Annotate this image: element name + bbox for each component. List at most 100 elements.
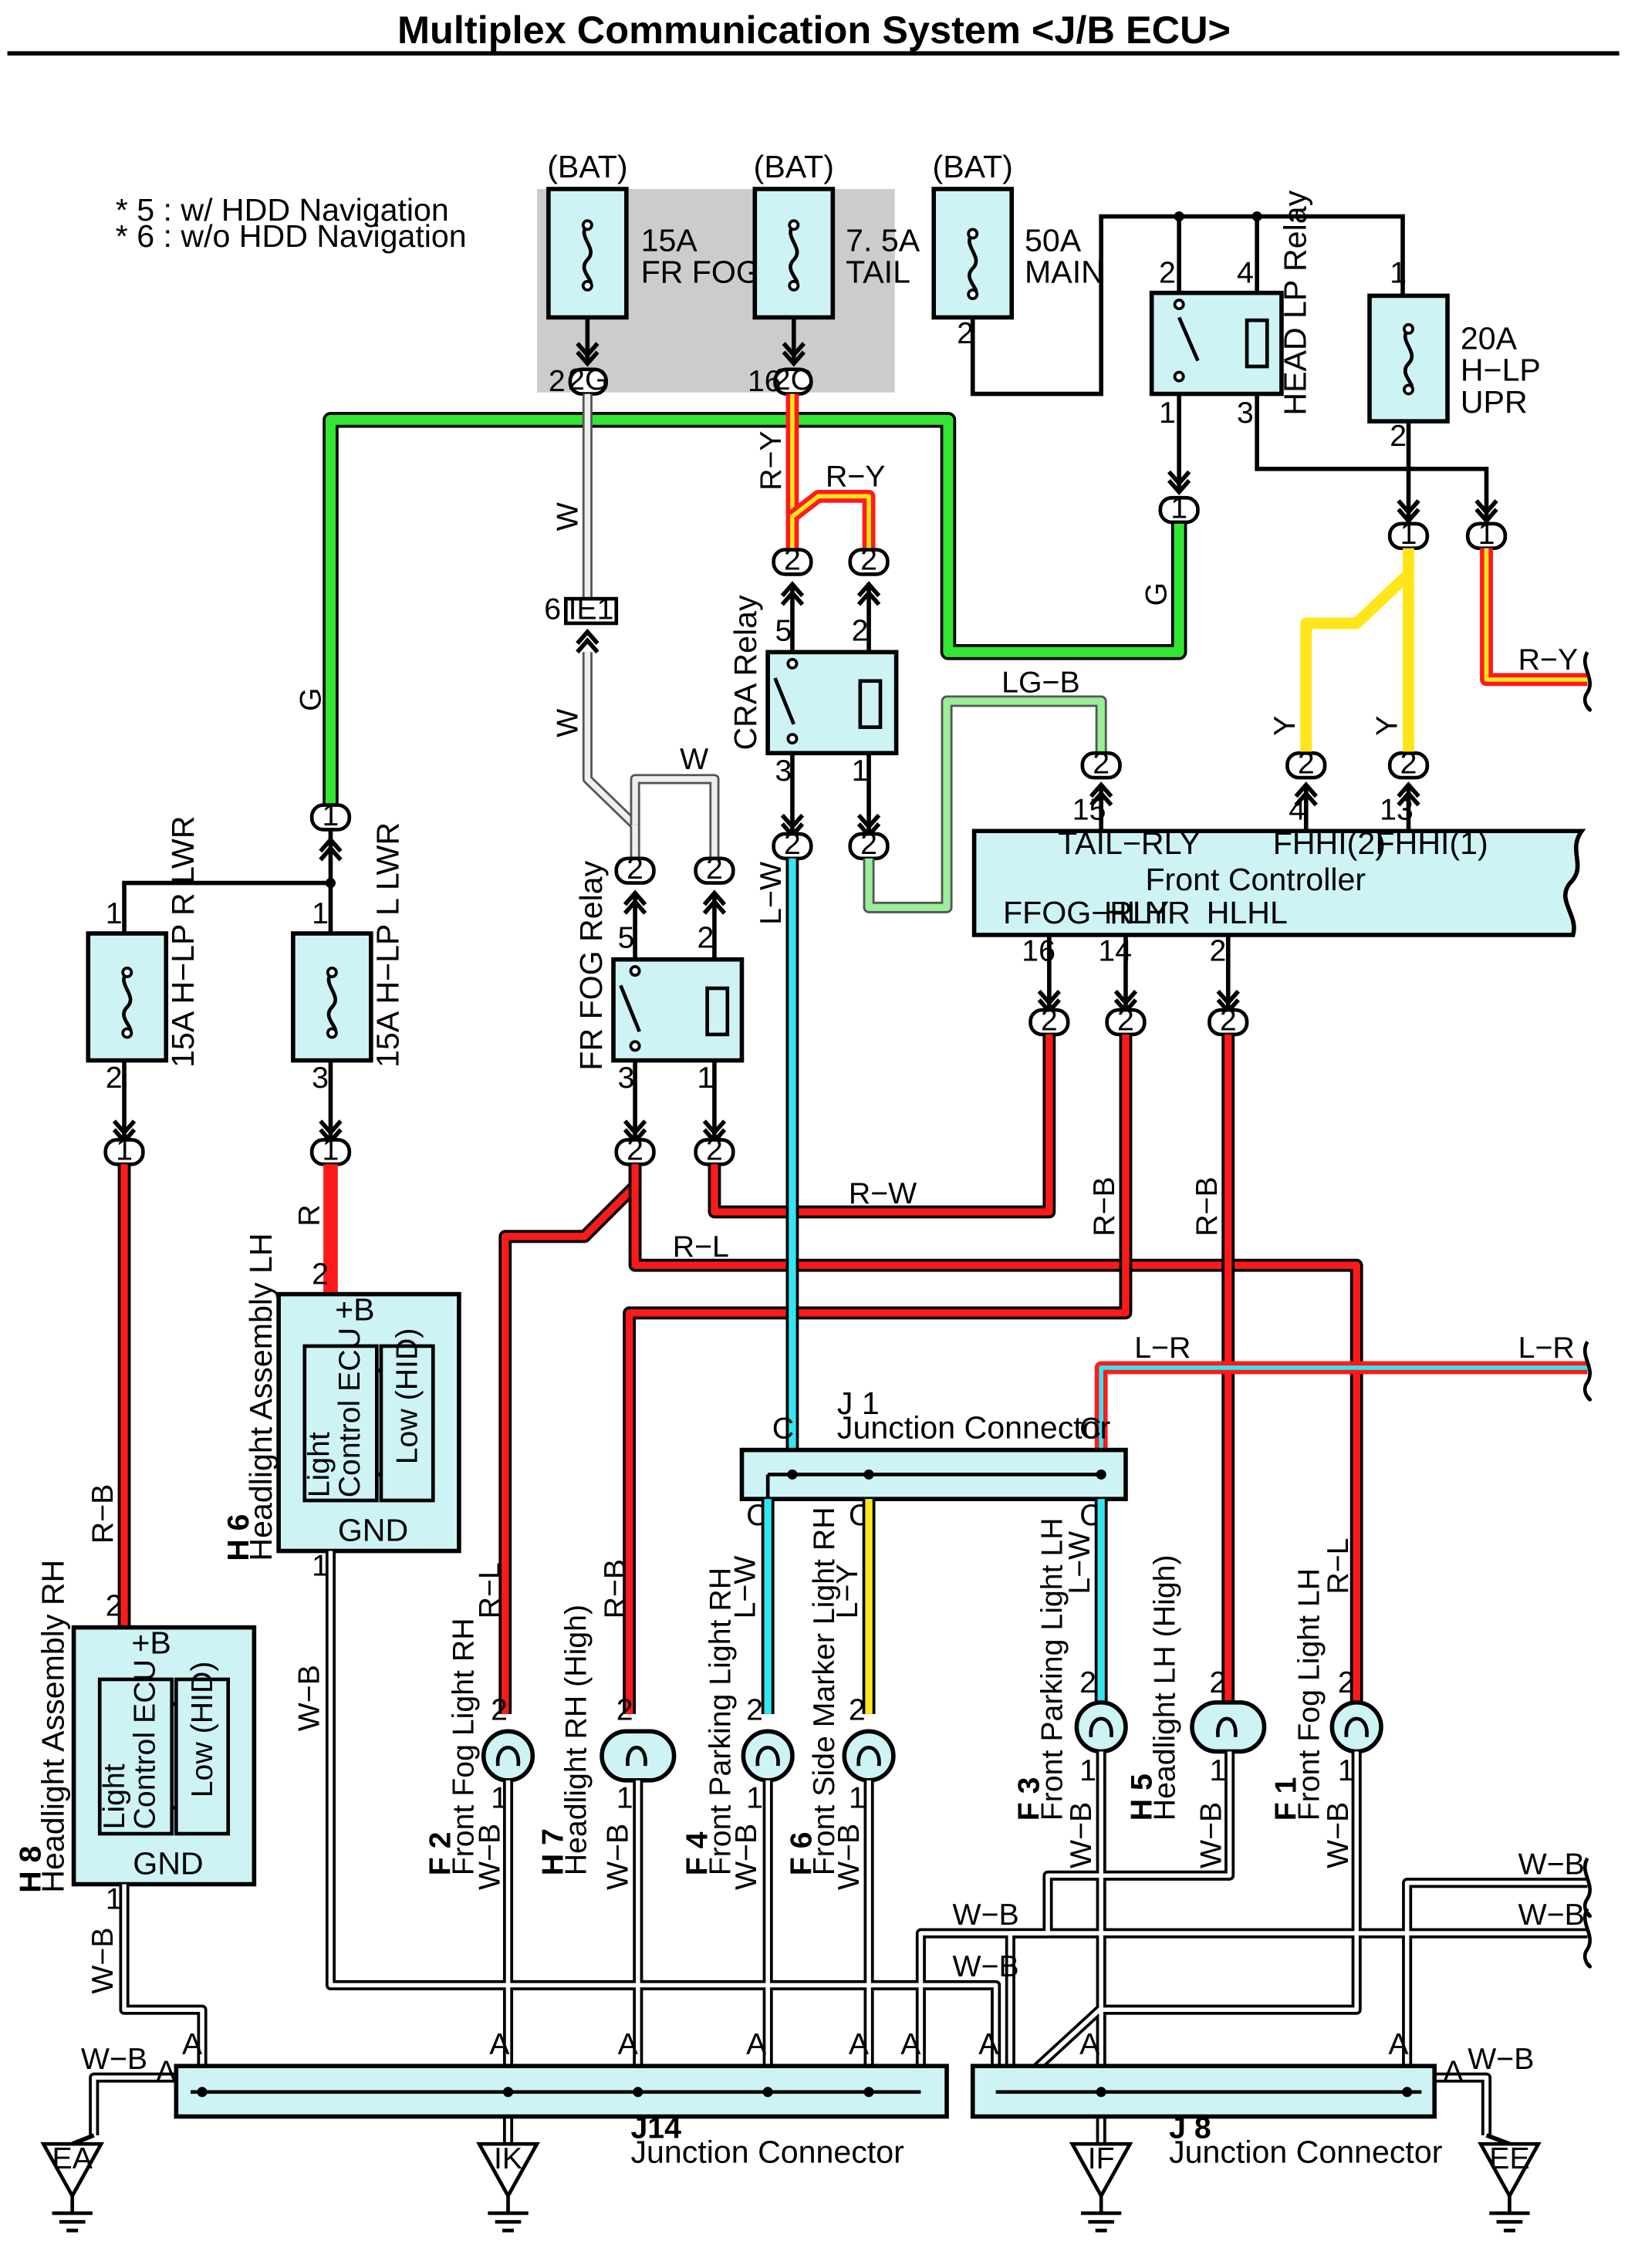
- svg-text:R−L: R−L: [1321, 1537, 1355, 1594]
- svg-text:1: 1: [852, 754, 869, 788]
- connector-2-ffog: 2: [1028, 1003, 1070, 1037]
- svg-text:2: 2: [106, 1589, 123, 1623]
- svg-text:R: R: [292, 1204, 326, 1226]
- svg-text:W−B: W−B: [953, 1898, 1019, 1932]
- svg-text:W: W: [550, 502, 584, 531]
- wire-ry-right: [1484, 548, 1588, 682]
- svg-text:G: G: [293, 687, 327, 711]
- note-no-hdd-nav: * 6 : w/o HDD Navigation: [116, 218, 467, 254]
- j1-code: J 1: [837, 1385, 880, 1421]
- svg-text:2: 2: [1117, 1003, 1134, 1037]
- connector-1-ry: 1: [1465, 517, 1508, 551]
- svg-text:R−B: R−B: [1190, 1176, 1224, 1236]
- svg-text:+B: +B: [335, 1291, 374, 1327]
- svg-text:R−B: R−B: [598, 1559, 632, 1618]
- svg-text:W−B: W−B: [1468, 2042, 1534, 2076]
- svg-text:2: 2: [784, 543, 801, 577]
- svg-text:C: C: [1079, 1412, 1101, 1446]
- h8-ecu-label: LightControl ECU: [97, 1659, 161, 1829]
- svg-text:IE1: IE1: [569, 592, 614, 626]
- svg-text:LG−B: LG−B: [1001, 666, 1080, 700]
- svg-text:L−W: L−W: [728, 1556, 762, 1619]
- lamp-h7: [600, 1729, 677, 1783]
- j8-name: Junction Connector: [1169, 2134, 1443, 2169]
- svg-text:EA: EA: [52, 2141, 93, 2175]
- svg-text:Front Side Marker Light RH: Front Side Marker Light RH: [807, 1507, 841, 1875]
- svg-text:+B: +B: [131, 1625, 171, 1660]
- note-hdd-nav: * 5 : w/ HDD Navigation: [116, 192, 449, 228]
- connector-2-cra-c: 2: [772, 827, 813, 861]
- pin-tail-rly: TAIL−RLY: [1058, 825, 1201, 861]
- svg-text:2: 2: [616, 1693, 633, 1726]
- connector-2-cra-a: 2: [772, 543, 813, 577]
- svg-text:3: 3: [312, 1061, 329, 1095]
- h8-name: Headlight Assembly RH: [35, 1560, 70, 1893]
- lamp-f3: [1076, 1703, 1126, 1752]
- wire-wb-group: [91, 1551, 1588, 2143]
- svg-text:2: 2: [1220, 1003, 1237, 1037]
- pin-ffog-rly: FFOG−RLY: [1003, 895, 1169, 930]
- svg-text:Y: Y: [1268, 716, 1302, 736]
- page-title: Multiplex Communication System <J/B ECU>: [397, 8, 1231, 52]
- svg-text:2: 2: [106, 1061, 123, 1095]
- svg-text:R−B: R−B: [86, 1484, 120, 1544]
- fuse-hlp-l-lwr-label: 15A H−LP L LWR: [370, 822, 405, 1068]
- svg-text:6: 6: [544, 592, 561, 626]
- svg-text:W−B: W−B: [1518, 1847, 1585, 1881]
- connector-2-fhhi-2: 2: [1285, 746, 1327, 780]
- connector-1-g: 1: [309, 798, 352, 832]
- svg-text:14: 14: [1098, 934, 1132, 968]
- wire-w-low: [584, 652, 638, 859]
- svg-text:2: 2: [849, 1693, 866, 1726]
- j1-name: Junction Connector: [837, 1410, 1111, 1446]
- head-lp-relay: [1149, 290, 1284, 397]
- svg-text:W−B: W−B: [1064, 1802, 1098, 1868]
- svg-text:2: 2: [1209, 1666, 1226, 1699]
- svg-text:1: 1: [312, 896, 329, 930]
- svg-text:13: 13: [1380, 792, 1414, 826]
- svg-text:EE: EE: [1489, 2141, 1529, 2175]
- connector-2-fog-b: 2: [694, 852, 735, 886]
- svg-text:2: 2: [860, 827, 877, 861]
- headlight-assembly-lh: [276, 1291, 461, 1554]
- front-controller: [971, 829, 1586, 937]
- connector-1-llwr: 1: [309, 1133, 352, 1167]
- svg-text:2: 2: [860, 543, 877, 577]
- svg-text:A: A: [849, 2027, 870, 2061]
- wire-g: [325, 414, 1184, 804]
- svg-text:2: 2: [1298, 746, 1315, 780]
- svg-text:W: W: [680, 742, 708, 776]
- svg-text:1: 1: [312, 1548, 329, 1582]
- cra-relay-label: CRA Relay: [728, 595, 763, 751]
- pin-hlhl: HLHL: [1207, 895, 1288, 930]
- svg-text:A: A: [978, 2027, 999, 2061]
- svg-text:Y: Y: [1370, 716, 1404, 736]
- svg-text:1: 1: [323, 798, 339, 832]
- svg-text:R−Y: R−Y: [1518, 643, 1578, 677]
- wire-rw: [711, 1034, 1053, 1216]
- svg-text:Front Parking Light RH: Front Parking Light RH: [704, 1568, 738, 1875]
- svg-text:W−B: W−B: [292, 1665, 326, 1731]
- h6-low-label: Low (HID): [390, 1328, 424, 1465]
- connector-2-hlhr: 2: [1105, 1003, 1147, 1037]
- svg-text:3: 3: [775, 754, 792, 788]
- svg-text:G: G: [1139, 582, 1173, 606]
- svg-text:R−L: R−L: [472, 1562, 506, 1618]
- svg-text:W−B: W−B: [729, 1824, 763, 1890]
- svg-text:1: 1: [1478, 517, 1495, 551]
- h8-code: H 8: [14, 1846, 48, 1893]
- svg-text:Front Parking Light LH: Front Parking Light LH: [1035, 1517, 1069, 1821]
- bat-label-fog: (BAT): [547, 149, 627, 184]
- svg-text:2: 2: [957, 316, 974, 350]
- lamp-f6: [844, 1731, 893, 1780]
- bat-label-tail: (BAT): [754, 149, 834, 184]
- ground-ea: EA: [43, 2141, 101, 2230]
- fuse-hlp-r-lwr: [86, 931, 169, 1063]
- connector-ie1: [563, 596, 619, 626]
- svg-text:W−B: W−B: [472, 1824, 506, 1890]
- svg-text:Headlight LH (High): Headlight LH (High): [1148, 1554, 1182, 1821]
- connector-2-fog-c: 2: [614, 1133, 656, 1167]
- svg-text:2: 2: [1093, 746, 1110, 780]
